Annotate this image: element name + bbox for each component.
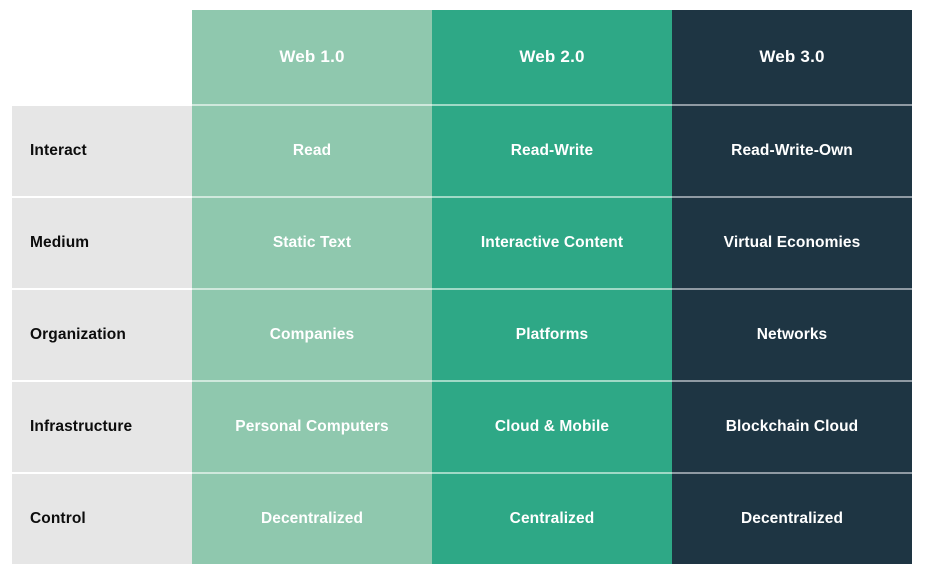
cell-infrastructure-web3: Blockchain Cloud [672,380,912,472]
cell-organization-web3: Networks [672,288,912,380]
cell-medium-web1: Static Text [192,196,432,288]
row-label-control: Control [12,472,192,564]
cell-control-web1: Decentralized [192,472,432,564]
column-header-web1: Web 1.0 [192,10,432,104]
column-header-web3: Web 3.0 [672,10,912,104]
cell-medium-web2: Interactive Content [432,196,672,288]
cell-control-web3: Decentralized [672,472,912,564]
column-header-web2: Web 2.0 [432,10,672,104]
cell-interact-web2: Read-Write [432,104,672,196]
web-evolution-comparison-table: Web 1.0 Web 2.0 Web 3.0 Interact Read Re… [12,10,912,564]
cell-medium-web3: Virtual Economies [672,196,912,288]
cell-interact-web1: Read [192,104,432,196]
row-label-medium: Medium [12,196,192,288]
cell-interact-web3: Read-Write-Own [672,104,912,196]
row-label-interact: Interact [12,104,192,196]
cell-infrastructure-web2: Cloud & Mobile [432,380,672,472]
cell-organization-web1: Companies [192,288,432,380]
row-label-organization: Organization [12,288,192,380]
cell-infrastructure-web1: Personal Computers [192,380,432,472]
cell-control-web2: Centralized [432,472,672,564]
cell-organization-web2: Platforms [432,288,672,380]
row-label-infrastructure: Infrastructure [12,380,192,472]
table-corner-cell [12,10,192,104]
